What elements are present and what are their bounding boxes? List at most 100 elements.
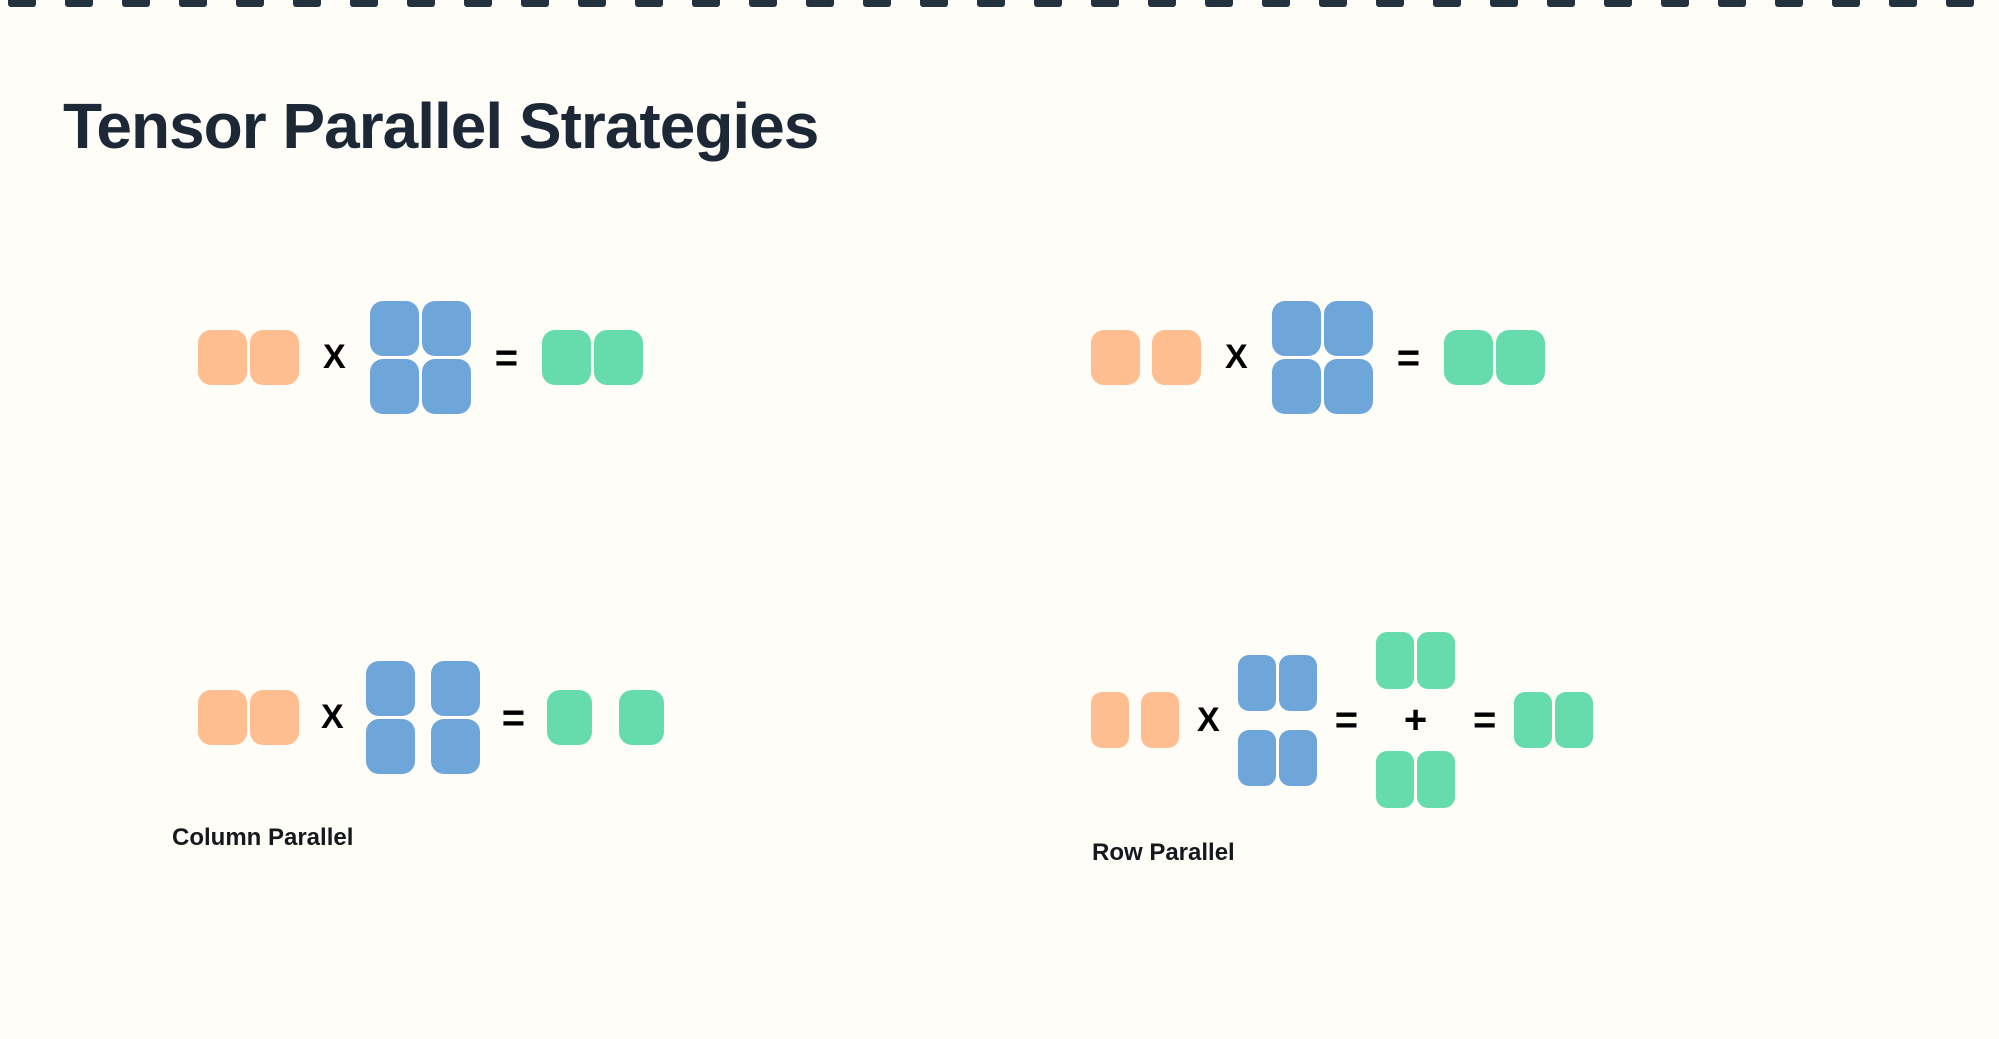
input-block	[1091, 330, 1140, 385]
top-border-square	[1376, 0, 1404, 7]
page-title: Tensor Parallel Strategies	[63, 89, 819, 162]
equals-operator: =	[1473, 698, 1497, 742]
output-matrix	[1376, 751, 1456, 808]
output-block	[1555, 692, 1594, 748]
output-block	[542, 330, 592, 385]
weight-block	[421, 359, 471, 414]
output-matrix	[1444, 330, 1546, 385]
top-border-square	[749, 0, 777, 7]
weight-matrix	[365, 661, 480, 774]
output-matrix	[547, 690, 665, 745]
top-border-square	[407, 0, 435, 7]
top-border-square	[1946, 0, 1974, 7]
top-border-row	[8, 0, 1974, 7]
top-border-square	[179, 0, 207, 7]
weight-block	[1278, 729, 1317, 786]
equals-operator: =	[494, 335, 519, 380]
output-matrix	[1514, 692, 1594, 748]
top-border-square	[236, 0, 264, 7]
top-border-square	[1205, 0, 1233, 7]
output-block	[1417, 632, 1456, 689]
top-border-square	[1319, 0, 1347, 7]
output-block	[1496, 330, 1546, 385]
multiply-operator: X	[321, 698, 344, 737]
input-block	[198, 330, 247, 385]
top-border-square	[1889, 0, 1917, 7]
input-matrix	[1091, 330, 1201, 385]
top-border-square	[293, 0, 321, 7]
top-border-square	[977, 0, 1005, 7]
plus-operator: +	[1403, 698, 1428, 742]
top-border-square	[635, 0, 663, 7]
top-border-square	[1775, 0, 1803, 7]
weight-block	[1271, 301, 1321, 356]
top-border-square	[1604, 0, 1632, 7]
input-block	[250, 690, 299, 745]
weight-block	[1278, 654, 1317, 711]
output-block	[1514, 692, 1553, 748]
top-border-square	[521, 0, 549, 7]
weight-block	[369, 359, 419, 414]
top-border-square	[65, 0, 93, 7]
equals-operator: =	[1396, 335, 1421, 380]
top-border-square	[1148, 0, 1176, 7]
output-matrix	[542, 330, 644, 385]
top-border-square	[464, 0, 492, 7]
weight-block	[1237, 729, 1276, 786]
input-matrix	[198, 330, 299, 385]
top-border-square	[920, 0, 948, 7]
output-block	[1444, 330, 1494, 385]
multiply-operator: X	[1197, 700, 1220, 739]
row-parallel-diagram: X = + =	[1091, 623, 1594, 817]
equals-operator: =	[1334, 698, 1359, 742]
multiply-operator: X	[1225, 338, 1248, 377]
top-border-square	[806, 0, 834, 7]
weight-block	[421, 301, 471, 356]
top-border-square	[1034, 0, 1062, 7]
replicated-left-diagram: X=	[198, 301, 644, 414]
output-block	[1417, 751, 1456, 808]
top-border-square	[1262, 0, 1290, 7]
top-border-square	[1547, 0, 1575, 7]
weight-matrix	[369, 301, 471, 414]
weight-block	[430, 719, 480, 774]
top-border-square	[1490, 0, 1518, 7]
output-matrix	[1376, 632, 1456, 689]
input-block	[198, 690, 247, 745]
top-border-square	[1832, 0, 1860, 7]
output-block	[594, 330, 644, 385]
weight-block	[1323, 301, 1373, 356]
output-block	[619, 690, 665, 745]
weight-matrix	[1237, 654, 1317, 786]
multiply-operator: X	[323, 338, 346, 377]
top-border-square	[350, 0, 378, 7]
top-border-square	[1718, 0, 1746, 7]
output-block	[1376, 632, 1415, 689]
weight-block	[1271, 359, 1321, 414]
column-parallel-diagram: X=	[198, 661, 665, 774]
input-block	[1091, 692, 1129, 748]
top-border-square	[578, 0, 606, 7]
top-border-square	[863, 0, 891, 7]
top-border-square	[692, 0, 720, 7]
column-parallel-label: Column Parallel	[172, 824, 354, 851]
input-matrix	[1091, 692, 1179, 748]
top-border-square	[122, 0, 150, 7]
row-parallel-label: Row Parallel	[1092, 839, 1235, 866]
output-block	[1376, 751, 1415, 808]
top-border-square	[1433, 0, 1461, 7]
output-block	[547, 690, 593, 745]
weight-block	[1323, 359, 1373, 414]
weight-block	[369, 301, 419, 356]
partial-sum-stack: +	[1376, 632, 1456, 808]
input-block	[250, 330, 299, 385]
weight-block	[430, 661, 480, 716]
top-border-square	[1661, 0, 1689, 7]
weight-matrix	[1271, 301, 1373, 414]
input-block	[1141, 692, 1179, 748]
weight-block	[365, 661, 415, 716]
input-matrix	[198, 690, 299, 745]
input-block	[1152, 330, 1201, 385]
top-border-square	[8, 0, 36, 7]
